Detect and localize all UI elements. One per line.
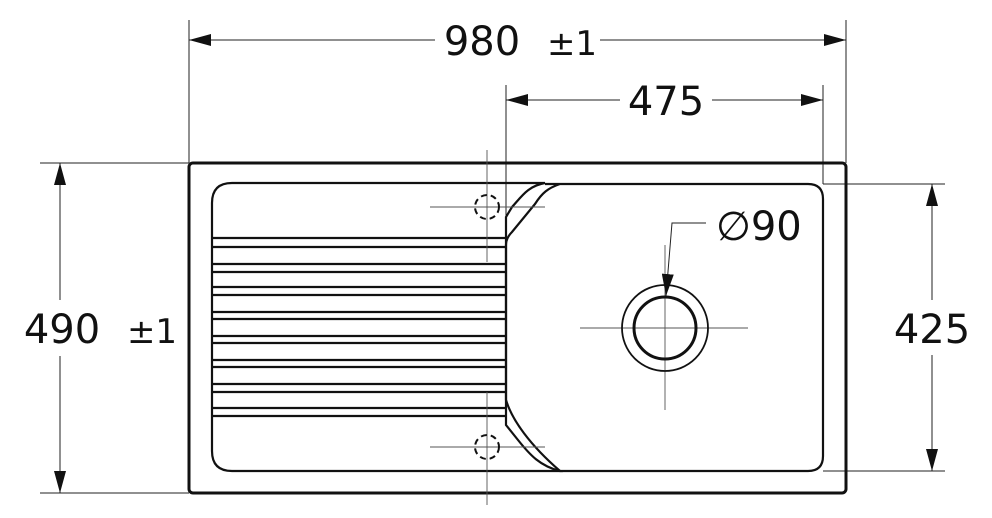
tap-hole-bottom — [430, 392, 545, 505]
diameter-symbol: ∅ — [716, 204, 751, 250]
drain-diameter-callout: ∅90 — [661, 204, 802, 297]
width-value: 980 — [444, 19, 520, 65]
dimension-bowl-width: 475 — [506, 79, 823, 125]
bowl-outline — [504, 182, 825, 473]
inner-contour — [210, 181, 563, 473]
diameter-value: 90 — [751, 204, 802, 250]
depth-value: 490 — [24, 307, 100, 353]
drain-outlet — [580, 245, 748, 410]
dimension-bowl-depth: 425 — [894, 184, 970, 471]
drainboard-ridges — [212, 236, 506, 418]
dimension-overall-depth: 490 ±1 — [24, 163, 177, 493]
dimension-overall-width: 980 ±1 — [189, 19, 846, 65]
sink-outline — [187, 161, 848, 495]
tap-hole-top — [430, 150, 545, 262]
svg-text:∅90: ∅90 — [716, 204, 802, 250]
width-tolerance: ±1 — [547, 24, 597, 64]
depth-tolerance: ±1 — [127, 312, 177, 352]
bowl-width-value: 475 — [628, 79, 704, 125]
bowl-depth-value: 425 — [894, 307, 970, 353]
extension-lines — [40, 20, 945, 494]
